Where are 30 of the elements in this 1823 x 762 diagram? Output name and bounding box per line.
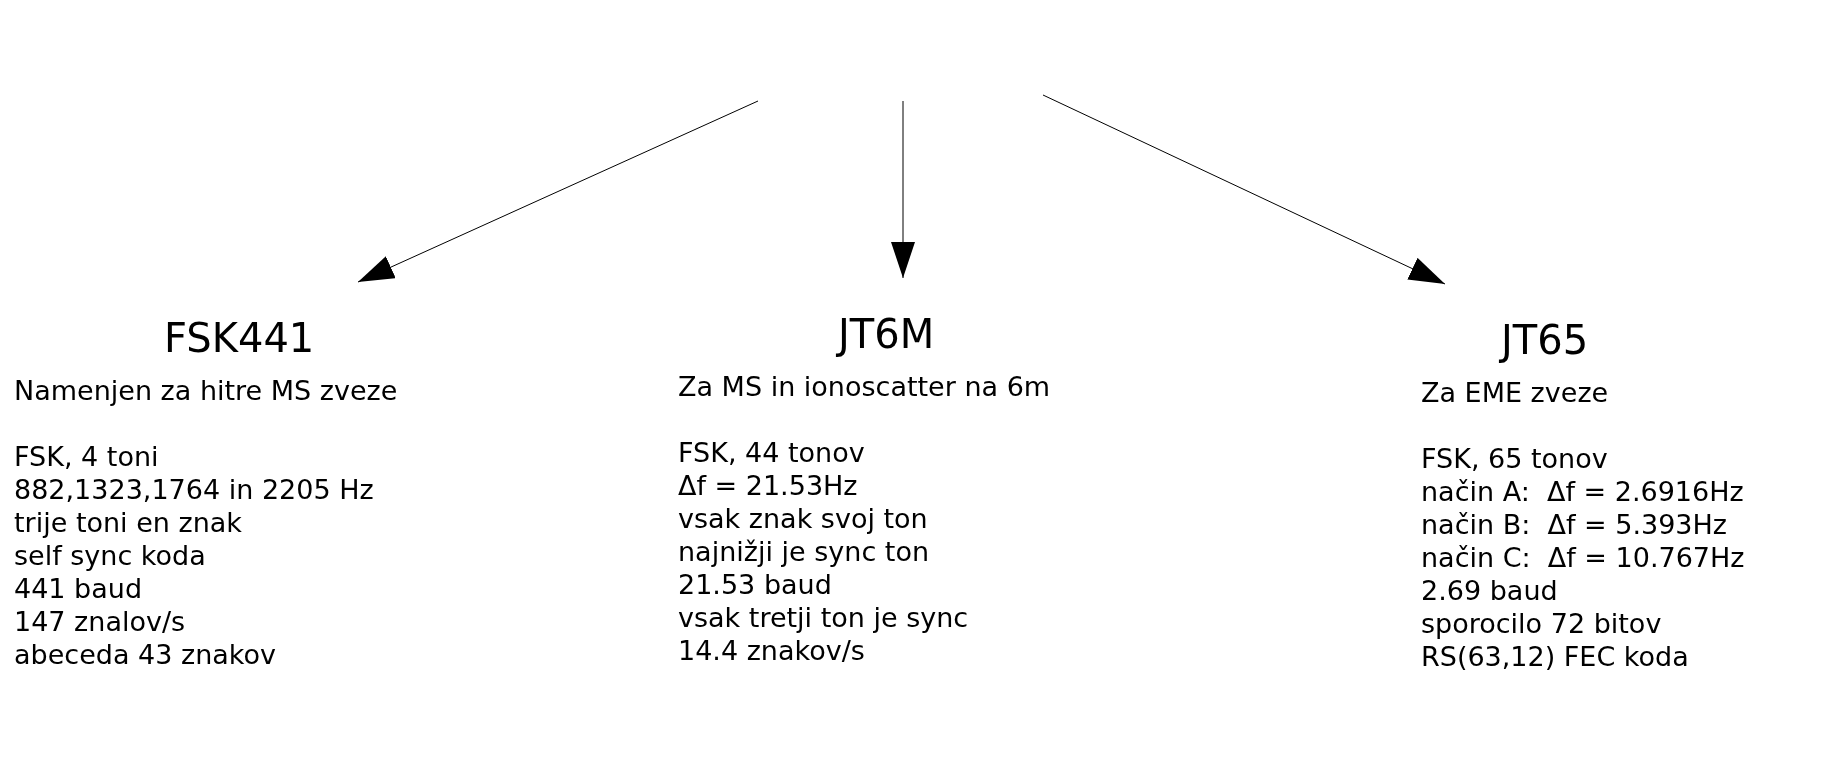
mode-property: način A: Δf = 2.6916Hz [1421,475,1744,508]
mode-description: Namenjen za hitre MS zveze [14,374,398,407]
mode-property: trije toni en znak [14,506,242,539]
mode-property: abeceda 43 znakov [14,638,276,671]
arrow [357,100,759,283]
mode-heading: JT6M [838,310,935,358]
mode-property: self sync koda [14,539,206,572]
mode-property: sporocilo 72 bitov [1421,607,1662,640]
mode-property: Δf = 21.53Hz [678,469,858,502]
mode-property: način C: Δf = 10.767Hz [1421,541,1745,574]
mode-property: vsak znak svoj ton [678,502,928,535]
mode-description: Za EME zveze [1421,376,1609,409]
mode-heading: JT65 [1501,316,1589,364]
mode-property: RS(63,12) FEC koda [1421,640,1689,673]
mode-property: 882,1323,1764 in 2205 Hz [14,473,374,506]
arrow [1042,94,1446,285]
mode-property: 21.53 baud [678,568,832,601]
mode-property: 441 baud [14,572,143,605]
mode-property: 2.69 baud [1421,574,1558,607]
mode-property: FSK, 4 toni [14,440,159,473]
mode-property: najnižji je sync ton [678,535,930,568]
mode-property: 147 znalov/s [14,605,186,638]
mode-description: Za MS in ionoscatter na 6m [678,370,1051,403]
mode-heading: FSK441 [164,314,315,362]
mode-property: FSK, 44 tonov [678,436,865,469]
arrow [891,100,915,279]
mode-property: vsak tretji ton je sync [678,601,969,634]
mode-property: 14.4 znakov/s [678,634,865,667]
mode-property: način B: Δf = 5.393Hz [1421,508,1728,541]
mode-property: FSK, 65 tonov [1421,442,1608,475]
